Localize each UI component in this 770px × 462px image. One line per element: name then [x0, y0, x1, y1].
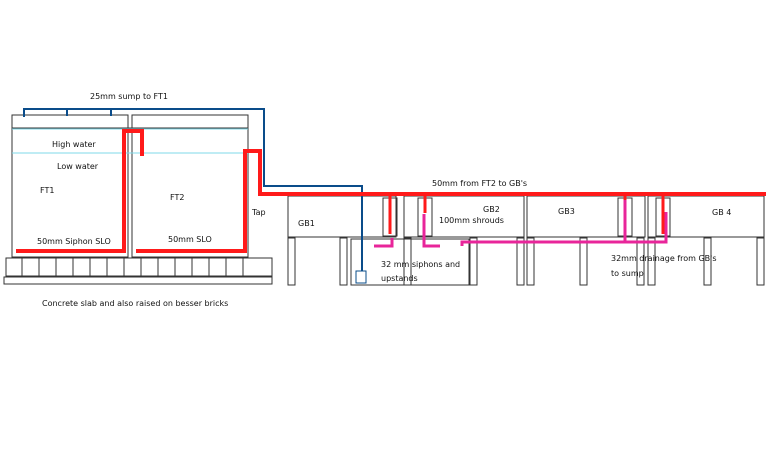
sump-pipe-label: 25mm sump to FT1: [90, 92, 168, 101]
concrete-slab: [3, 276, 273, 285]
ft2-slo-pipe: [136, 149, 262, 253]
low-water-label: Low water: [57, 162, 99, 171]
gb4-label: GB 4: [712, 208, 731, 217]
gb3-label: GB3: [558, 207, 575, 216]
sump-tank: [350, 238, 470, 286]
besser-bricks: [5, 257, 273, 277]
grow-bed-tops: [287, 195, 765, 238]
siphons-label-line2: upstands: [381, 274, 418, 283]
ft1-tank-outline: [11, 114, 129, 258]
gb2-label: GB2: [483, 205, 500, 214]
ft2-label: FT2: [170, 193, 184, 202]
drainage-label-line1: 32mm drainage from GB's: [611, 254, 717, 263]
main-pipe-label: 50mm from FT2 to GB's: [432, 179, 527, 188]
high-water-label: High water: [52, 140, 96, 149]
sump-to-ft1-pipe: [23, 108, 363, 271]
drainage-label-line2: to sump: [611, 269, 644, 278]
tap-label: Tap: [251, 208, 266, 217]
ft2-tank-outline: [131, 114, 249, 258]
sump-pump: [355, 270, 367, 284]
ft2-siphon-label: 50mm SLO: [168, 235, 212, 244]
gb1-label: GB1: [298, 219, 315, 228]
gb-drainage-pipes: [374, 200, 668, 248]
ft1-siphon-slo-pipe: [16, 129, 144, 253]
siphons-label-line1: 32 mm siphons and: [381, 260, 460, 269]
ft1-label: FT1: [40, 186, 54, 195]
shrouds-label: 100mm shrouds: [439, 216, 504, 225]
ft1-siphon-label: 50mm Siphon SLO: [37, 237, 111, 246]
slab-label: Concrete slab and also raised on besser …: [42, 299, 228, 308]
